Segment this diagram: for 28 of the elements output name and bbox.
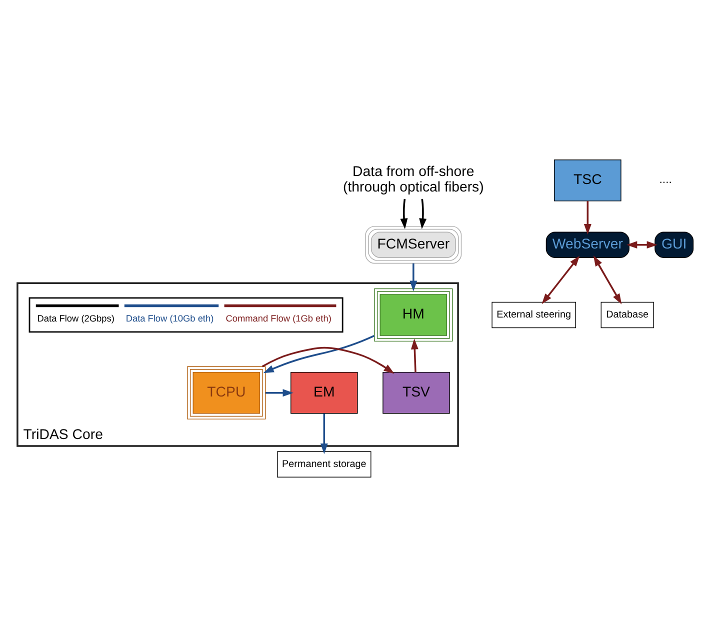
arrow (410, 338, 418, 372)
node-box: WebServer (546, 232, 630, 258)
node-box: TSC (554, 159, 622, 202)
arrow (400, 198, 408, 230)
node-box: Database (600, 302, 654, 328)
legend-label: Data Flow (10Gb eth) (126, 314, 214, 324)
arrow (584, 201, 592, 235)
node-box: GUI (654, 232, 694, 258)
arrow (626, 241, 658, 249)
label: .... (659, 174, 672, 186)
legend-label: Command Flow (1Gb eth) (226, 314, 332, 324)
arrow (262, 346, 394, 374)
arrow (410, 263, 418, 292)
node-text: Data from off-shore (through optical fibers) (342, 164, 484, 196)
arrow (266, 389, 294, 397)
arrow (593, 256, 622, 304)
legend-label: Data Flow (2Gbps) (37, 314, 114, 324)
node-box: TSV (382, 372, 450, 414)
node-box: EM (290, 372, 358, 414)
arrow (263, 335, 375, 374)
node-box: TCPU (187, 366, 266, 420)
arrow (419, 198, 427, 230)
arrow (542, 256, 580, 304)
node-box: FCMServer (365, 226, 462, 264)
node-box: HM (374, 288, 453, 342)
node-box: External steering (492, 302, 576, 328)
node-box: Permanent storage (277, 451, 372, 478)
arrow (320, 414, 328, 454)
